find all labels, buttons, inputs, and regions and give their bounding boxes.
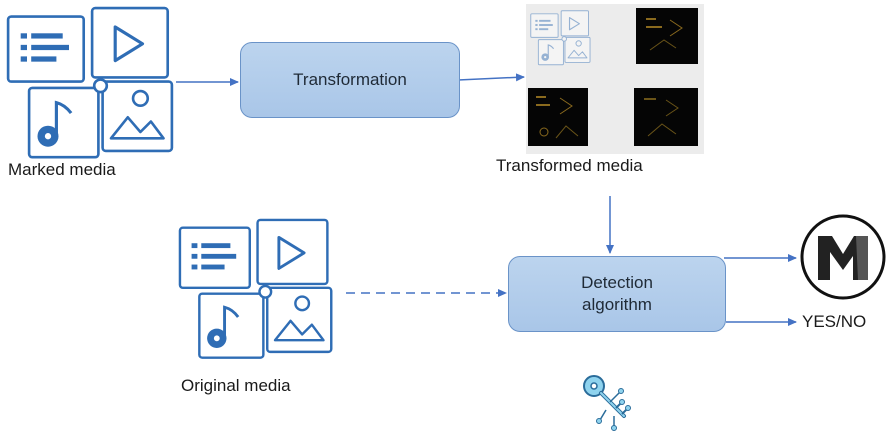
transformed-media-label: Transformed media — [496, 156, 643, 175]
detection-label-line1: Detection — [581, 273, 653, 292]
detection-algorithm-box: Detection algorithm — [508, 256, 726, 332]
detection-label-line2: algorithm — [582, 295, 652, 314]
marked-media-icon — [6, 6, 174, 159]
marked-media-label: Marked media — [8, 160, 116, 179]
key-icon — [583, 375, 631, 431]
result-label: YES/NO — [802, 312, 867, 331]
arrow-transformation-to-transformed — [457, 73, 525, 82]
transformed-media-thumbnails — [526, 4, 704, 154]
thumb-top-right — [636, 8, 698, 64]
thumb-bottom-right — [634, 88, 698, 146]
original-media-icon — [178, 218, 333, 360]
transformation-box: Transformation — [240, 42, 460, 118]
transformation-label: Transformation — [293, 70, 407, 89]
original-media-label: Original media — [181, 376, 291, 395]
m-logo-icon — [800, 214, 886, 300]
